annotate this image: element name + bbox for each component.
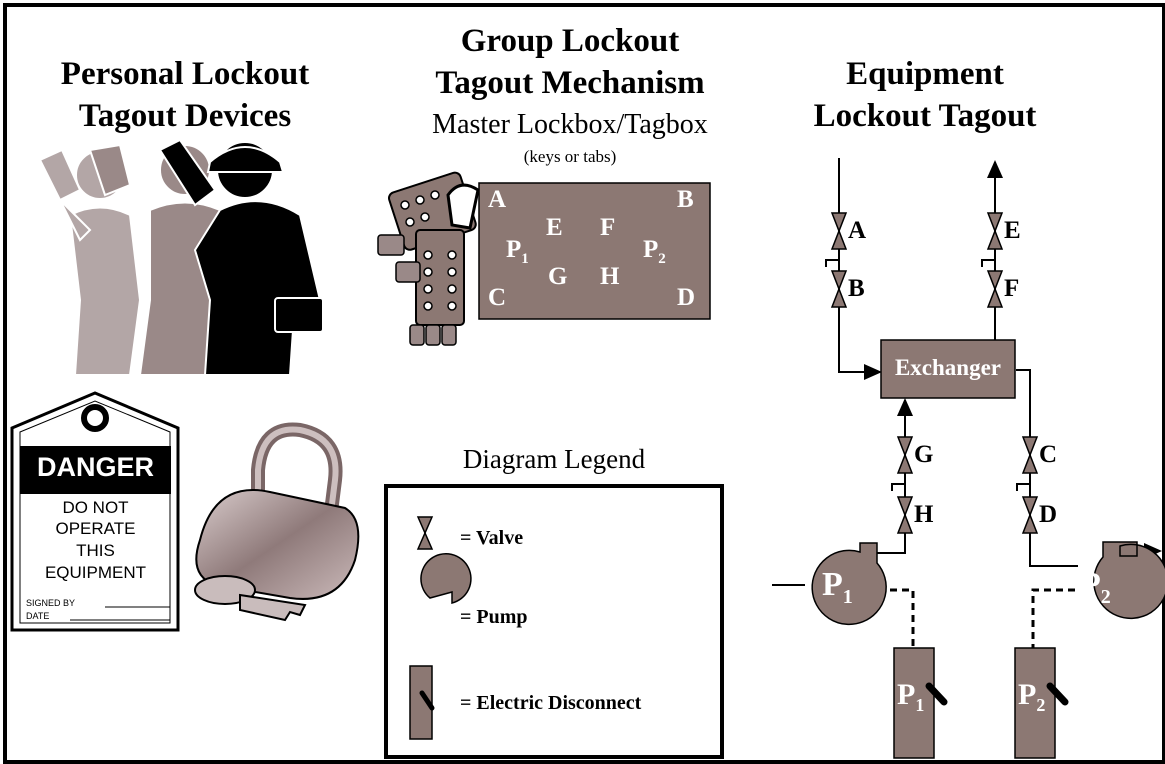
valve-a-icon (830, 212, 848, 250)
danger-tag-icon (10, 391, 180, 632)
lockbox-letter-f: F (600, 214, 616, 241)
tag-header: DANGER (36, 452, 154, 482)
disconnect-p1-icon (893, 647, 948, 759)
personal-heading-line2: Tagout Devices (78, 98, 292, 134)
legend-valve-icon (416, 516, 434, 550)
exchanger (880, 339, 1016, 399)
lockbox-letter-a: A (488, 186, 507, 213)
valve-d-icon (1021, 496, 1039, 534)
equipment-heading-line2: Lockout Tagout (813, 98, 1037, 134)
lockbox-letter-b: B (677, 186, 694, 213)
valve-c-icon (1021, 436, 1039, 474)
legend-valve-label: = Valve (460, 527, 524, 549)
legend-title: Diagram Legend (462, 444, 646, 474)
padlock-icon (194, 422, 360, 622)
valve-f-label: F (1004, 275, 1020, 302)
master-lockbox (478, 182, 711, 320)
group-note: (keys or tabs) (523, 147, 617, 166)
group-subheading: Master Lockbox/Tagbox (432, 109, 708, 140)
valve-c-label: C (1039, 441, 1058, 468)
personal-heading-line1: Personal Lockout (60, 56, 310, 92)
valve-d-label: D (1039, 501, 1058, 528)
worker-front (158, 138, 324, 376)
valve-h-label: H (914, 501, 934, 528)
disconnect-p2-label: P2 (1018, 678, 1046, 715)
lockbox-p1-label: P1 (506, 236, 529, 267)
lockbox-p2-label: P2 (643, 236, 666, 267)
pump-p1-label: P1 (822, 566, 853, 608)
valve-b-icon (830, 270, 848, 308)
tag-line3: THIS (76, 541, 115, 560)
disconnect-p2-icon (1014, 647, 1069, 759)
equipment-heading-line1: Equipment (846, 56, 1004, 92)
lockbox-letter-c: C (488, 284, 507, 311)
valve-b-label: B (848, 275, 865, 302)
valve-g-label: G (914, 441, 934, 468)
lockbox-letter-d: D (677, 284, 696, 311)
exchanger-label: Exchanger (894, 355, 1002, 380)
valve-e-icon (986, 212, 1004, 250)
legend-pump-label: = Pump (460, 606, 528, 628)
valves (830, 212, 1039, 534)
valve-f-icon (986, 270, 1004, 308)
legend-disconnect-label: = Electric Disconnect (460, 692, 642, 714)
group-heading-line2: Tagout Mechanism (435, 65, 705, 101)
tag-date-label: DATE (26, 611, 50, 621)
lockbox-letter-g: G (548, 263, 568, 290)
pump-p2-icon (1093, 541, 1165, 620)
valve-h-icon (896, 496, 914, 534)
lockbox-letter-h: H (600, 263, 620, 290)
valve-e-label: E (1004, 217, 1021, 244)
disconnect-p1-label: P1 (897, 678, 925, 715)
hasp-and-locks-icon (377, 171, 480, 346)
lockbox-letter-e: E (546, 214, 563, 241)
legend-box (384, 484, 724, 759)
legend-pump-icon (420, 553, 472, 604)
pump-p2-label: P2 (1080, 566, 1111, 608)
workers-illustration (38, 138, 324, 376)
tag-signed-label: SIGNED BY (26, 598, 76, 608)
group-heading-line1: Group Lockout (460, 23, 680, 59)
tag-line4: EQUIPMENT (44, 563, 147, 582)
pump-p1-icon (811, 542, 887, 626)
tag-line2: OPERATE (55, 519, 136, 538)
legend-disconnect-icon (409, 665, 435, 740)
valve-g-icon (896, 436, 914, 474)
tag-line1: DO NOT (62, 498, 129, 517)
valve-a-label: A (848, 217, 867, 244)
